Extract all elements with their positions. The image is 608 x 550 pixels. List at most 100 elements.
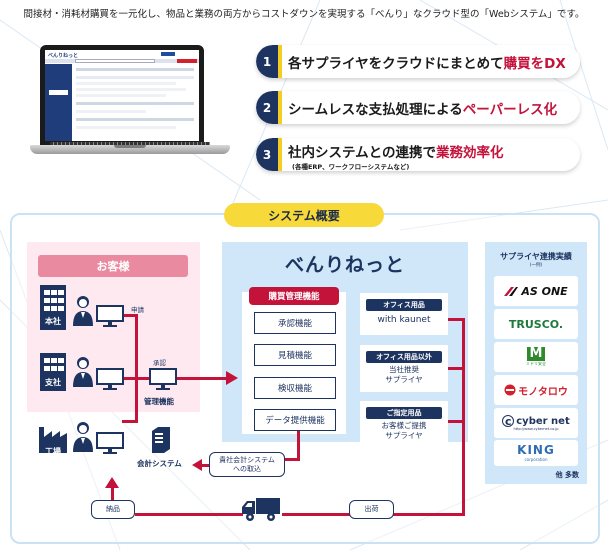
laptop-screen: べんりねっと [40, 45, 204, 145]
supplier-group-non-office: オフィス用品以外 当社推奨サプライヤ [360, 345, 448, 392]
feature-text-main: 各サプライヤをクラウドにまとめて [288, 55, 504, 72]
flow-line [122, 420, 138, 423]
function-approval: 承認機能 [254, 312, 336, 334]
logo-trusco: TRUSCO. [494, 309, 578, 339]
feature-subtext: (各種ERP、ワークフローシステムなど) [292, 163, 410, 171]
feature-text-highlight: ペーパーレス化 [462, 101, 558, 118]
supplier-group-text: お客様ご提携サプライヤ [360, 421, 448, 441]
system-overview-title: システム概要 [224, 203, 384, 227]
supplier-group-tag: ご指定用品 [366, 407, 442, 419]
delivery-truck-icon [242, 498, 280, 521]
logo-monotaro: モノタロウ [494, 375, 578, 405]
accounting-import-line: 貴社会計システム [219, 455, 275, 464]
logo-as-one: AS ONE [494, 276, 578, 306]
monitor-icon [96, 305, 124, 327]
supplier-group-office: オフィス用品 with kaunet [360, 293, 448, 335]
headline: 間接材・消耗材購買を一元化し、物品と業務の両方からコストダウンを実現する「べんり… [23, 9, 585, 20]
flow-line [122, 377, 150, 380]
laptop-screen-row [76, 118, 194, 121]
feature-text: シームレスな支払処理によるペーパーレス化 [288, 91, 557, 124]
site-label-branch: 支社 [45, 378, 61, 387]
site-label-factory: 工場 [45, 447, 61, 456]
function-inspection: 検収機能 [254, 377, 336, 399]
flow-line [111, 486, 114, 500]
feature-accent-bar [278, 91, 282, 124]
laptop-screen-row [76, 110, 146, 113]
customer-title: お客様 [38, 255, 188, 277]
supplier-group-text: with kaunet [377, 315, 431, 325]
supplier-group-text: 当社推奨サプライヤ [360, 365, 448, 385]
logo-text: cyber net [516, 415, 570, 427]
approval-label: 承認 [153, 359, 166, 367]
feature-number: 3 [256, 138, 278, 171]
laptop-screen-sidebar [45, 64, 72, 141]
benri-net-logo: べんりねっと [284, 254, 405, 276]
office-building-icon: 本社 [40, 285, 66, 330]
flow-line [448, 367, 464, 370]
laptop-screen-button [161, 52, 175, 56]
feature-text: 各サプライヤをクラウドにまとめて購買をDX [288, 45, 566, 78]
flow-line [176, 377, 228, 380]
supplier-partners-title: サプライヤ連携実績 [500, 252, 572, 261]
logo-king: KING corporation [494, 440, 578, 466]
laptop-screen-sidebar-button [49, 90, 68, 95]
person-icon [73, 422, 93, 452]
supplier-partners-subtitle: (一例) [529, 263, 543, 268]
function-quotation: 見積機能 [254, 344, 336, 366]
flow-line [380, 513, 465, 516]
factory-icon: 工場 [38, 423, 68, 459]
feature-text: 社内システムとの連携で業務効率化 [288, 138, 503, 164]
cybernet-mark-icon: c [502, 415, 515, 427]
flow-line [283, 458, 300, 461]
laptop-screen-search [75, 59, 155, 63]
monitor-icon [96, 368, 124, 390]
flow-line [282, 513, 352, 516]
supplier-group-tag: オフィス用品以外 [366, 351, 442, 363]
laptop-screen-row [76, 102, 194, 105]
flow-line [297, 431, 300, 461]
logo-text: モノタロウ [518, 386, 568, 398]
supplier-more-label: 他 多数 [555, 471, 579, 479]
supplier-group-designated: ご指定用品 お客様ご提携サプライヤ [360, 401, 448, 447]
laptop-screen-row [76, 126, 176, 129]
flow-line [135, 314, 138, 422]
purchase-management-title: 購買管理機能 [249, 287, 339, 305]
supplier-group-line: お客様ご提携 [381, 421, 427, 430]
laptop-base [30, 145, 230, 154]
feature-text-highlight: 業務効率化 [435, 145, 504, 161]
arrow-up-icon [105, 477, 119, 488]
feature-accent-bar [278, 45, 282, 78]
as-one-mark-icon [504, 286, 519, 296]
feature-text-highlight: 購買をDX [503, 55, 566, 72]
person-icon [73, 357, 93, 387]
arrow-right-icon [226, 371, 238, 385]
laptop-screen-row [76, 76, 194, 79]
flow-line [448, 420, 464, 423]
laptop-screen-row [76, 82, 176, 85]
server-icon [152, 427, 170, 453]
feature-text-main: 社内システムとの連携で [288, 145, 436, 161]
arrow-left-icon [192, 459, 202, 471]
laptop-screen-row [76, 88, 186, 91]
logo-subtext: corporation [524, 457, 548, 462]
logo-text: M [526, 347, 546, 361]
logo-midori-anzen: M ミドリ安全 [494, 342, 578, 372]
accounting-import-label: 貴社会計システムへの取込 [209, 452, 285, 477]
laptop-screen-row [76, 94, 166, 97]
logo-subtext: ミドリ安全 [526, 361, 546, 366]
feature-number: 1 [256, 45, 278, 78]
delivery-label: 納品 [91, 500, 135, 519]
monitor-icon [149, 368, 177, 390]
flow-line [135, 513, 243, 516]
logo-text: AS ONE [521, 284, 568, 298]
laptop-screen-logo: べんりねっと [48, 53, 79, 59]
logo-cybernet: c cyber net http://www.cybernet.co.jp [494, 408, 578, 438]
management-label: 管理機能 [144, 397, 174, 406]
logo-text: KING [517, 443, 555, 457]
feature-2: 2 シームレスな支払処理によるペーパーレス化 [256, 91, 580, 124]
logo-text: TRUSCO. [508, 317, 564, 331]
supplier-group-tag: オフィス用品 [366, 299, 442, 311]
laptop-screen-row [76, 68, 194, 71]
accounting-system-label: 会計システム [137, 459, 182, 468]
feature-number: 2 [256, 91, 278, 124]
